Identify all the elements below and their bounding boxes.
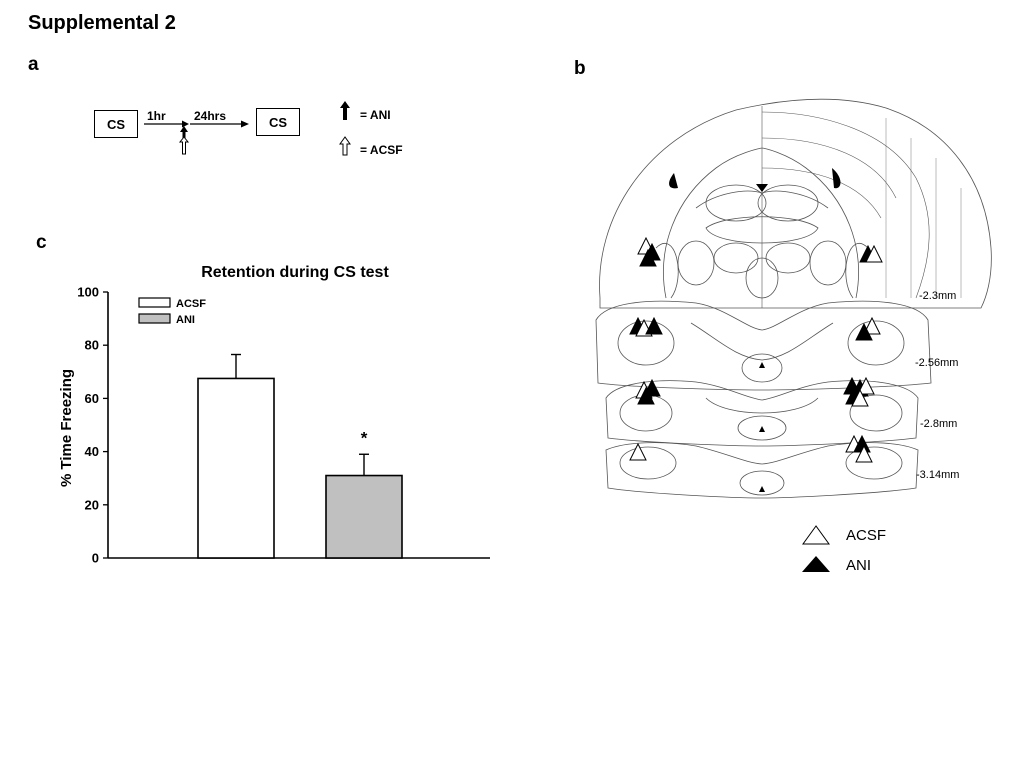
- level-label: -2.3mm: [919, 290, 956, 302]
- acsf-placement-marker: [857, 376, 875, 395]
- panel-b-letter: b: [574, 58, 586, 79]
- acsf-placement-marker: [851, 388, 869, 407]
- level-label: -3.14mm: [916, 469, 959, 481]
- y-tick-label: 100: [77, 285, 99, 300]
- acsf-placement-marker: [863, 316, 881, 335]
- acsf-placement-marker: [629, 442, 647, 461]
- cs-box-training: CS: [94, 110, 138, 138]
- legend-label-ani: ANI: [846, 557, 871, 574]
- ani-placement-marker: [639, 248, 657, 267]
- cs-box-test: CS: [256, 108, 300, 136]
- bar-acsf: [197, 377, 275, 559]
- legend-swatch-ani: [138, 313, 171, 324]
- panel-c-letter: c: [36, 232, 47, 253]
- ani-legend-triangle-icon: [802, 556, 830, 572]
- legend-label-acsf: ACSF: [846, 527, 886, 544]
- legend-swatch-acsf: [138, 297, 171, 308]
- placement-legend: ACSF ANI: [802, 525, 886, 574]
- y-tick-label: 80: [85, 338, 99, 353]
- y-tick-label: 40: [85, 444, 99, 459]
- panel-a-letter: a: [28, 54, 39, 75]
- legend-acsf-label: = ACSF: [360, 143, 403, 157]
- significance-star: *: [361, 428, 368, 447]
- legend-ani-label: = ANI: [360, 108, 391, 122]
- timeline-arrowhead-1: [182, 120, 189, 128]
- protocol-arrows: [144, 101, 351, 156]
- chart-title: Retention during CS test: [201, 264, 389, 281]
- y-axis-label: % Time Freezing: [58, 369, 75, 487]
- ani-placement-marker: [637, 386, 655, 405]
- section-4-outline: [605, 442, 919, 499]
- bar-ani: [325, 474, 403, 559]
- retention-bar-chart: Retention during CS test % Time Freezing…: [58, 264, 490, 566]
- acsf-placement-marker: [855, 444, 873, 463]
- legend-label-ani: ANI: [176, 314, 195, 326]
- legend-label-acsf: ACSF: [176, 298, 206, 310]
- acsf-legend-arrow-icon: [339, 136, 351, 156]
- ani-legend-arrow-icon: [340, 101, 350, 120]
- ani-infusion-arrow-icon: [180, 126, 188, 142]
- y-tick-label: 60: [85, 391, 99, 406]
- section-3-outline: [605, 380, 919, 447]
- interval-24hrs-label: 24hrs: [194, 109, 227, 123]
- ani-placement-marker: [855, 322, 873, 341]
- level-label: -2.56mm: [915, 357, 958, 369]
- acsf-infusion-arrow-icon: [178, 136, 190, 155]
- level-label: -2.8mm: [920, 418, 957, 430]
- acsf-placement-marker: [865, 244, 883, 263]
- ani-placement-marker: [645, 316, 663, 335]
- section-top-outline: [599, 98, 992, 309]
- y-tick-label: 0: [92, 551, 99, 566]
- section-2-outline: [595, 300, 932, 391]
- ventricle-marks: [669, 168, 841, 492]
- y-tick-label: 20: [85, 497, 99, 512]
- interval-1hr-label: 1hr: [147, 109, 166, 123]
- timeline-arrowhead-2: [241, 120, 249, 128]
- cannula-placements: [629, 236, 883, 463]
- acsf-legend-triangle-icon: [802, 525, 830, 545]
- figure-title: Supplemental 2: [28, 12, 176, 34]
- brain-sections-figure: -2.3mm -2.56mm -2.8mm -3.14mm ACSF ANI: [595, 98, 992, 574]
